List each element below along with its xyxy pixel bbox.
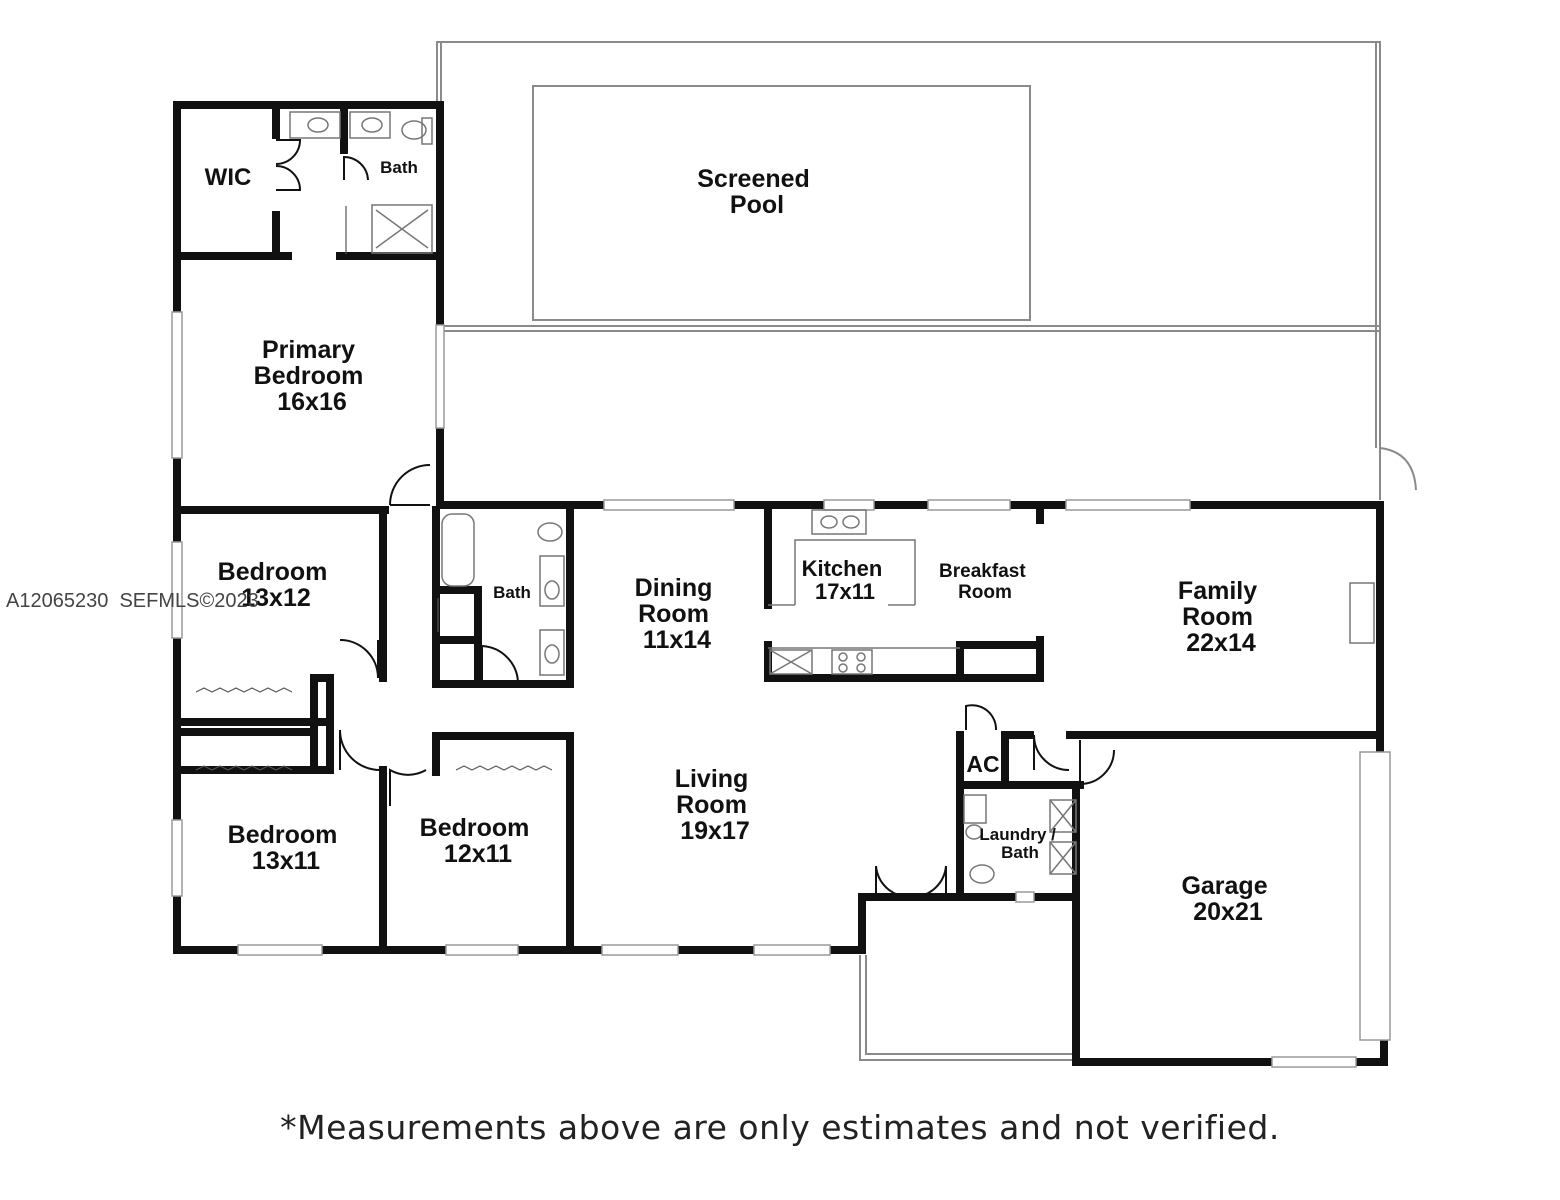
doors	[275, 139, 1115, 898]
bedroom-4-label: Bedroom 12x11	[420, 814, 537, 868]
mls-watermark: A12065230 SEFMLS©2023	[6, 590, 259, 612]
screened-pool-label: Screened Pool	[697, 165, 817, 219]
screen-enclosure	[436, 41, 1417, 500]
bedroom-3-label: Bedroom 13x11	[228, 821, 345, 875]
wic-label: WIC	[205, 164, 252, 191]
garage-label: Garage 20x21	[1181, 872, 1274, 926]
hall-bath-label: Bath	[493, 583, 531, 602]
kitchen-label: Kitchen 17x11	[802, 556, 889, 604]
dining-room-label: Dining Room 11x14	[635, 574, 720, 654]
windows	[171, 311, 1391, 1068]
fixtures	[289, 111, 1375, 884]
primary-bedroom-label: Primary Bedroom 16x16	[254, 336, 371, 416]
pool-outline	[532, 85, 1031, 321]
primary-bath-label: Bath	[380, 158, 418, 177]
floor-plan: WIC Bath Screened Pool Primary Bedroom 1…	[6, 41, 1417, 1068]
closet-doors	[195, 206, 553, 771]
front-porch-outline	[859, 955, 1072, 1061]
measurement-disclaimer: *Measurements above are only estimates a…	[280, 1108, 1280, 1147]
bedroom-2-label: Bedroom 13x12	[218, 558, 335, 612]
ac-label: AC	[966, 751, 999, 777]
family-room-label: Family Room 22x14	[1178, 577, 1264, 657]
laundry-bath-label: Laundry / Bath	[979, 825, 1060, 862]
breakfast-room-label: Breakfast Room	[939, 561, 1031, 603]
living-room-label: Living Room 19x17	[675, 765, 756, 845]
